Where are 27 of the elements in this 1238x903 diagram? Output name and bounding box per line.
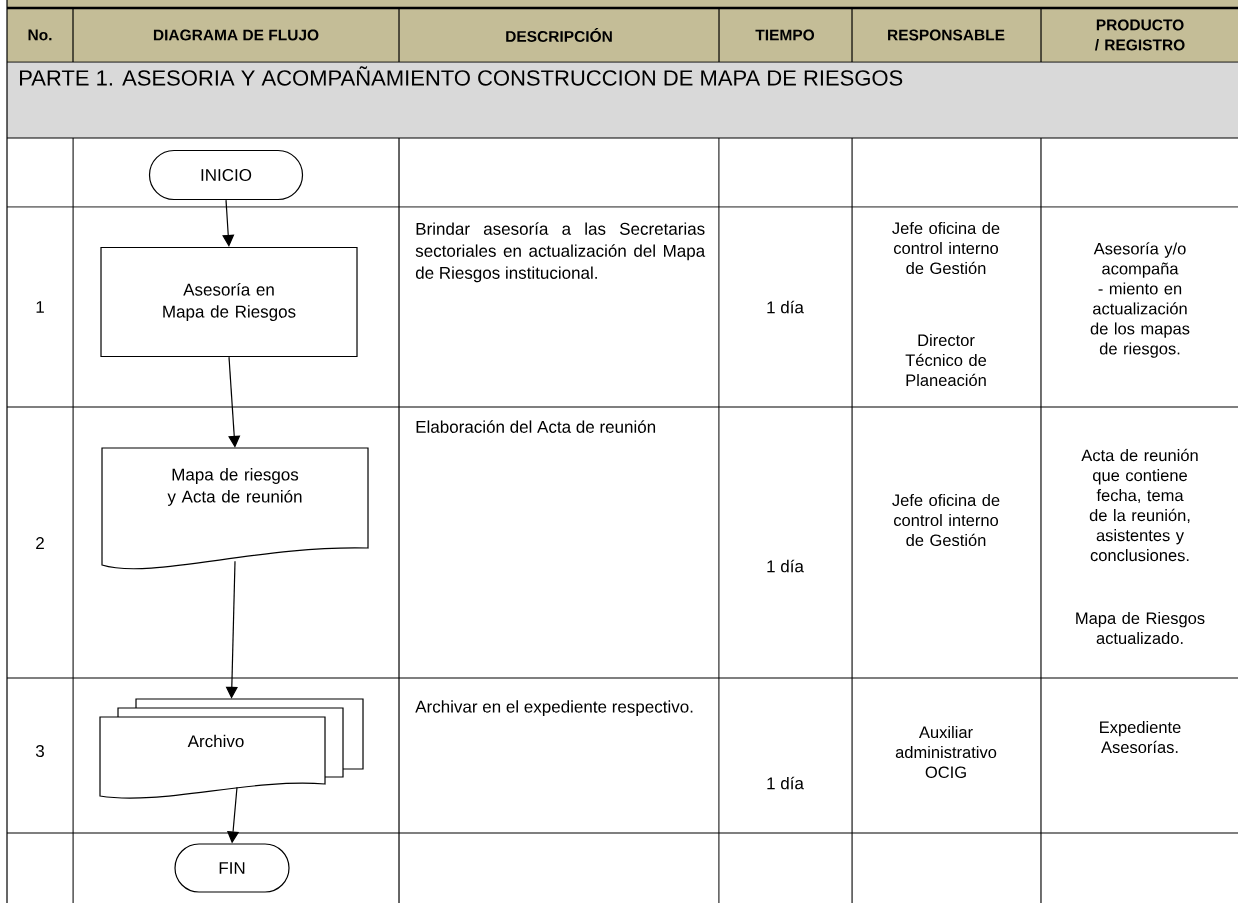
description-text: Elaboración del Acta de reunión — [416, 420, 656, 433]
description-text: Brindar asesoría a las Secretarias sectoriales en actualización del Mapa de Riesgos institucional. — [415, 222, 706, 283]
step-number: 3 — [35, 745, 44, 758]
time-text: 1 día — [767, 300, 804, 314]
time-text: 1 día — [767, 559, 804, 573]
section-title: PARTE 1. ASESORIA Y ACOMPAÑAMIENTO CONSTRUCCION DE MAPA DE RIESGOS — [20, 66, 903, 86]
header-text: PRODUCTO / REGISTRO — [1094, 19, 1185, 51]
description-text: Archivar en el expediente respectivo. — [415, 700, 693, 717]
arrow — [228, 356, 241, 448]
responsible-text: Director Técnico de Planeación — [905, 333, 987, 387]
responsible-text: Jefe oficina de control interno de Gestión — [892, 221, 1000, 275]
time-text: 1 día — [767, 776, 804, 790]
product-text: Asesoría y/o acompaña - miento en actualización de los mapas de riesgos. — [1090, 242, 1190, 358]
process-box: Asesoría en Mapa de Riesgos — [100, 246, 358, 358]
step-number: 2 — [36, 537, 44, 549]
arrow — [222, 199, 235, 247]
responsible-text: Auxiliar administrativo OCIG — [895, 725, 997, 779]
responsible-text: Jefe oficina de control interno de Gestión — [892, 493, 1000, 547]
header-text: DESCRIPCIÓN — [506, 28, 612, 42]
header-text: RESPONSABLE — [888, 29, 1005, 41]
product-text: Mapa de Riesgos actualizado. — [1076, 611, 1205, 645]
step-number: 1 — [36, 301, 44, 313]
header-text: TIEMPO — [755, 29, 815, 41]
product-text: Expediente Asesorías. — [1100, 720, 1181, 754]
product-text: Acta de reunión que contiene fecha, tema de la reunión, asistentes y conclusiones. — [1081, 448, 1198, 562]
header-text: No. — [28, 29, 52, 41]
header-text: DIAGRAMA DE FLUJO — [153, 29, 319, 41]
